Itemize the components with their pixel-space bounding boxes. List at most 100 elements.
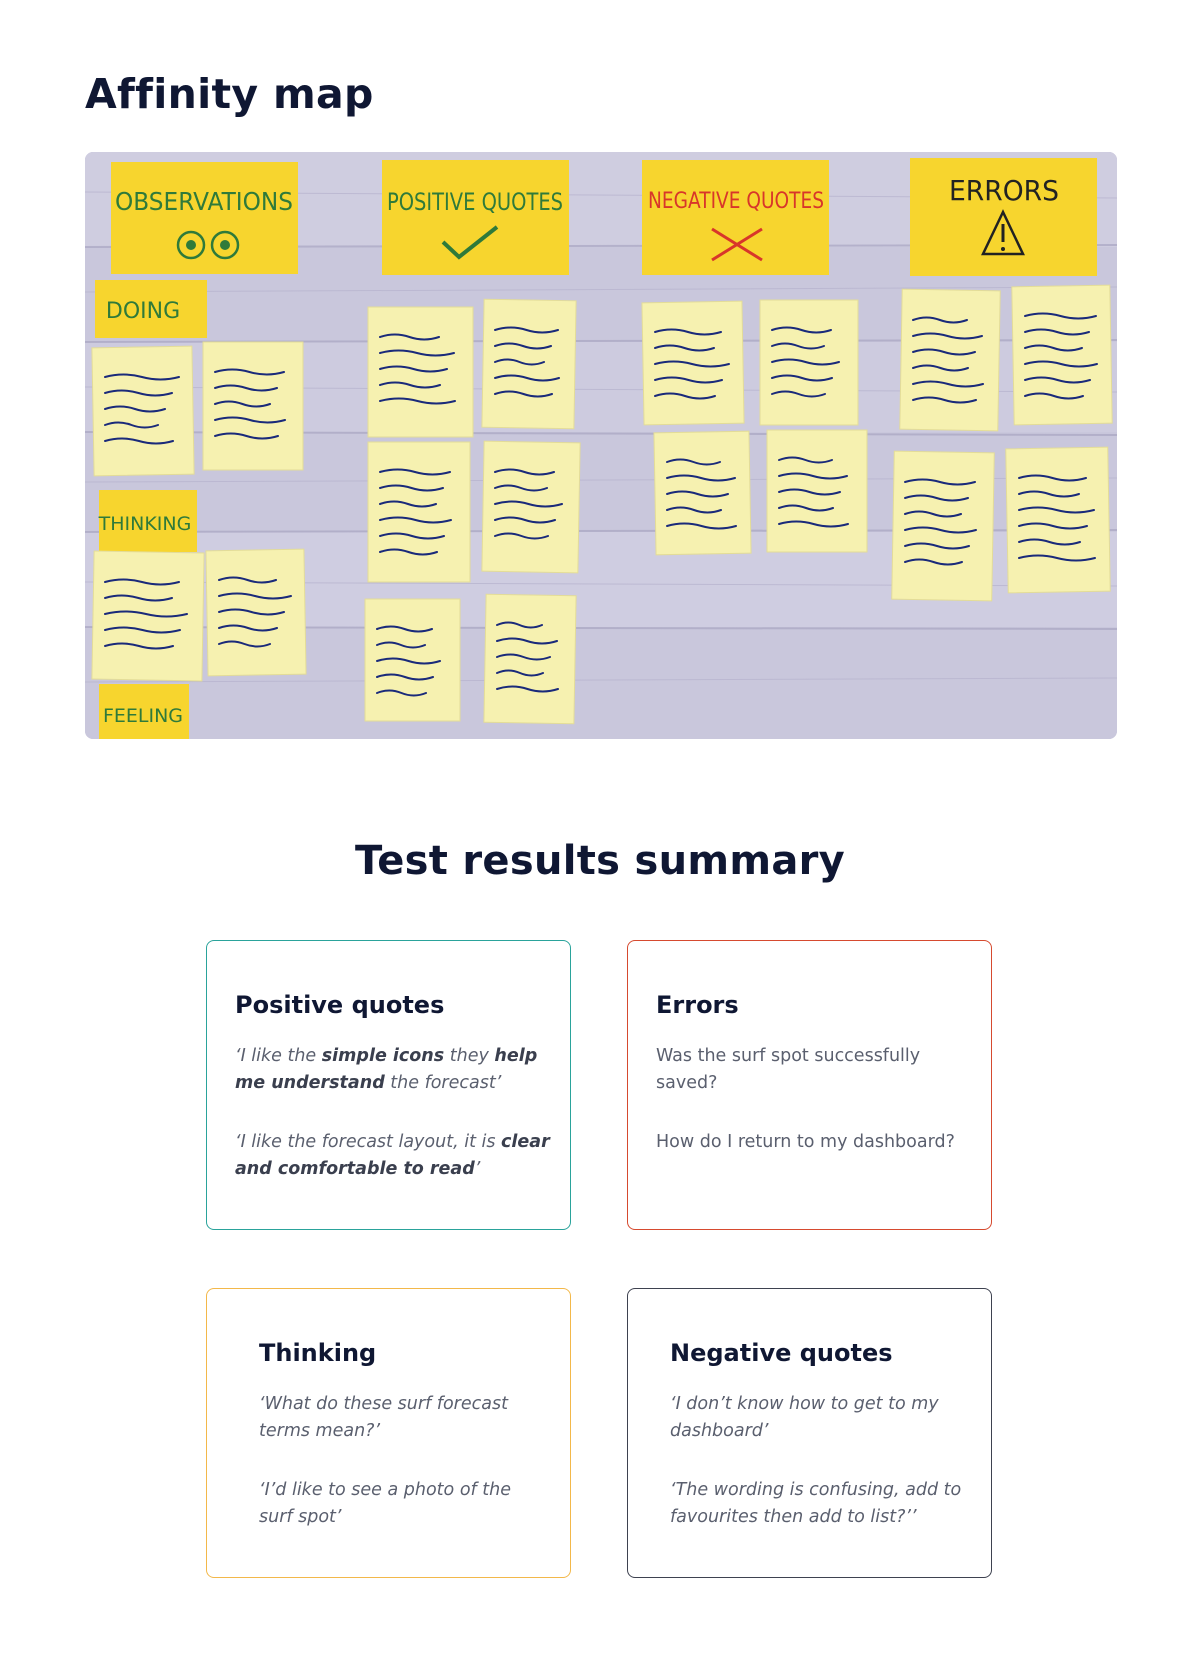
handwriting-line	[654, 360, 730, 368]
handwriting-line	[218, 576, 277, 584]
header-note-observations: OBSERVATIONS	[111, 162, 298, 274]
handwriting-line	[1024, 376, 1091, 384]
card-title: Errors	[656, 991, 739, 1019]
handwriting-line	[654, 376, 723, 384]
sticky-note	[1005, 446, 1111, 594]
header-positive-label: POSITIVE QUOTES	[387, 188, 563, 216]
handwriting-line	[104, 578, 180, 586]
handwriting-line	[379, 349, 455, 357]
category-note-feeling: FEELING	[99, 684, 189, 739]
sticky-note	[91, 550, 205, 682]
quote-item: ‘I don’t know how to get to my dashboard…	[670, 1394, 939, 1441]
handwriting-line	[778, 456, 833, 464]
handwriting-line	[494, 516, 556, 524]
handwriting-line	[778, 504, 834, 512]
handwriting-line	[379, 532, 445, 540]
handwriting-line	[778, 472, 848, 480]
handwriting-line	[912, 332, 983, 340]
handwriting-line	[496, 685, 559, 693]
handwriting-line	[654, 344, 715, 352]
handwriting-line	[494, 468, 555, 476]
handwriting-line	[376, 657, 441, 665]
quote-item: ‘I like the simple icons they help me un…	[235, 1046, 538, 1093]
handwriting-line	[904, 478, 976, 486]
handwriting-line	[771, 390, 826, 398]
handwriting-line	[912, 380, 984, 388]
handwriting-line	[379, 484, 444, 492]
handwriting-line	[496, 621, 543, 629]
handwriting-line	[778, 488, 841, 496]
handwriting-line	[666, 522, 737, 530]
handwriting-line	[494, 484, 548, 492]
handwriting-line	[494, 342, 552, 350]
handwriting-line	[1024, 312, 1097, 320]
handwriting-line	[904, 510, 962, 518]
handwriting-line	[494, 326, 559, 334]
sticky-note	[891, 450, 995, 602]
handwriting-line	[379, 516, 452, 524]
card-errors: Errors Was the surf spot successfully sa…	[627, 940, 992, 1230]
category-feeling-label: FEELING	[103, 705, 183, 727]
handwriting-line	[494, 500, 563, 508]
handwriting-line	[654, 328, 722, 336]
handwriting-line	[778, 520, 849, 528]
handwriting-line	[376, 673, 434, 681]
handwriting-line	[494, 390, 553, 398]
handwriting-line	[666, 458, 721, 466]
handwriting-line	[376, 625, 433, 633]
handwriting-line	[104, 610, 188, 618]
handwriting-line	[1018, 554, 1096, 562]
handwriting-line	[1024, 392, 1084, 400]
handwriting-line	[496, 669, 544, 677]
quote-item: ‘What do these surf forecast terms mean?…	[259, 1394, 508, 1441]
category-thinking-label: THINKING	[98, 513, 192, 535]
card-thinking: Thinking ‘What do these surf forecast te…	[206, 1288, 571, 1578]
handwriting-line	[104, 389, 173, 397]
handwriting-line	[1024, 344, 1083, 352]
quote-item: ‘I’d like to see a photo of the surf spo…	[259, 1480, 511, 1527]
handwriting-line	[912, 348, 976, 356]
handwriting-line	[104, 421, 159, 429]
handwriting-line	[379, 500, 437, 508]
sticky-note	[367, 306, 474, 438]
handwriting-line	[1018, 538, 1081, 546]
category-note-doing: DOING	[95, 280, 207, 338]
summary-title: Test results summary	[354, 838, 846, 884]
handwriting-line	[666, 474, 736, 482]
quote-item: Was the surf spot successfully saved?	[656, 1046, 921, 1093]
handwriting-line	[379, 333, 440, 341]
handwriting-line	[104, 373, 180, 381]
sticky-note	[899, 288, 1001, 432]
handwriting-line	[904, 542, 970, 550]
header-negative-label: NEGATIVE QUOTES	[648, 189, 824, 214]
handwriting-line	[379, 381, 441, 389]
header-errors-label: ERRORS	[949, 174, 1059, 207]
handwriting-line	[654, 392, 716, 400]
handwriting-line	[771, 326, 832, 334]
handwriting-line	[912, 364, 969, 372]
header-note-positive: POSITIVE QUOTES	[382, 160, 569, 275]
handwriting-line	[376, 641, 426, 649]
handwriting-line	[218, 640, 271, 648]
handwriting-line	[771, 358, 840, 366]
handwriting-line	[904, 494, 969, 502]
handwriting-line	[218, 624, 278, 632]
handwriting-line	[666, 490, 729, 498]
handwriting-line	[218, 592, 292, 600]
handwriting-line	[771, 342, 825, 350]
handwriting-line	[104, 626, 181, 634]
affinity-map-photo: OBSERVATIONS POSITIVE QUOTES NEGATIVE QU…	[85, 152, 1117, 739]
handwriting-line	[1024, 328, 1090, 336]
handwriting-line	[104, 594, 173, 602]
sticky-note	[481, 440, 581, 574]
header-note-negative: NEGATIVE QUOTES	[642, 160, 829, 275]
card-title: Positive quotes	[235, 991, 445, 1019]
sticky-note	[367, 441, 471, 583]
handwriting-line	[214, 384, 278, 392]
handwriting-line	[496, 653, 551, 661]
handwriting-line	[496, 637, 558, 645]
handwriting-line	[379, 468, 451, 476]
handwriting-line	[376, 689, 427, 697]
handwriting-line	[214, 400, 271, 408]
handwriting-line	[104, 437, 174, 445]
